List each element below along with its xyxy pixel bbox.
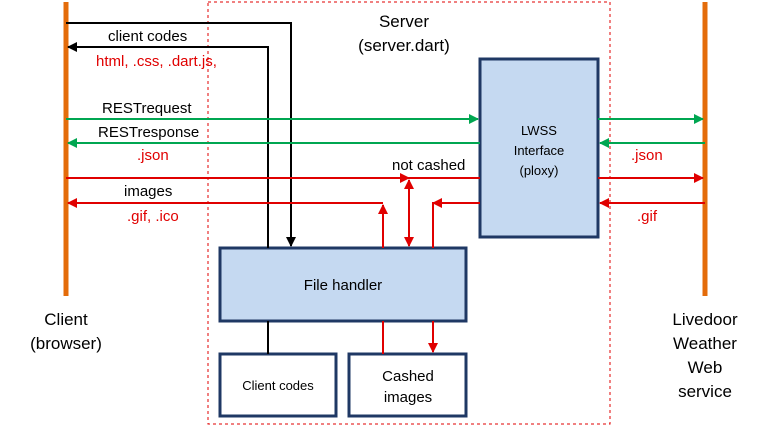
file-handler-box (218, 246, 468, 323)
client-codes-box (218, 352, 338, 418)
rest-response-label: RESTresponse (98, 124, 199, 141)
gif-right-label: .gif (637, 208, 658, 225)
gif-to-file-handler-line (432, 202, 480, 248)
file-handler-label: File handler (304, 277, 382, 294)
json-left-label: .json (137, 147, 169, 164)
images-label: images (124, 183, 172, 200)
livedoor-actor-line1: Livedoor (672, 310, 738, 329)
images-types-label: .gif, .ico (127, 208, 179, 225)
server-subtitle: (server.dart) (358, 36, 450, 55)
livedoor-actor-line3: Web (688, 358, 723, 377)
json-right-label: .json (631, 147, 663, 164)
client-codes-response-arrow (67, 42, 269, 248)
server-boundary (207, 1, 611, 425)
client-codes-flow-label: client codes (108, 28, 187, 45)
server-title: Server (379, 12, 429, 31)
lwss-label-line3: (ploxy) (519, 163, 558, 178)
cashed-images-box (347, 352, 468, 418)
client-actor-line1: Client (44, 310, 88, 329)
rest-request-label: RESTrequest (102, 100, 192, 117)
client-codes-request-arrow (66, 22, 296, 247)
cashed-images-label-line2: images (384, 389, 432, 406)
livedoor-actor-line2: Weather (673, 334, 737, 353)
lwss-label-line1: LWSS (521, 123, 557, 138)
not-cashed-label: not cashed (392, 157, 465, 174)
client-codes-box-label: Client codes (242, 378, 314, 393)
livedoor-actor-line4: service (678, 382, 732, 401)
client-actor-line2: (browser) (30, 334, 102, 353)
client-codes-types-label: html, .css, .dart.js, (96, 53, 217, 70)
lwss-interface-box (478, 57, 600, 239)
cashed-images-label-line1: Cashed (382, 368, 434, 385)
lwss-label-line2: Interface (514, 143, 565, 158)
